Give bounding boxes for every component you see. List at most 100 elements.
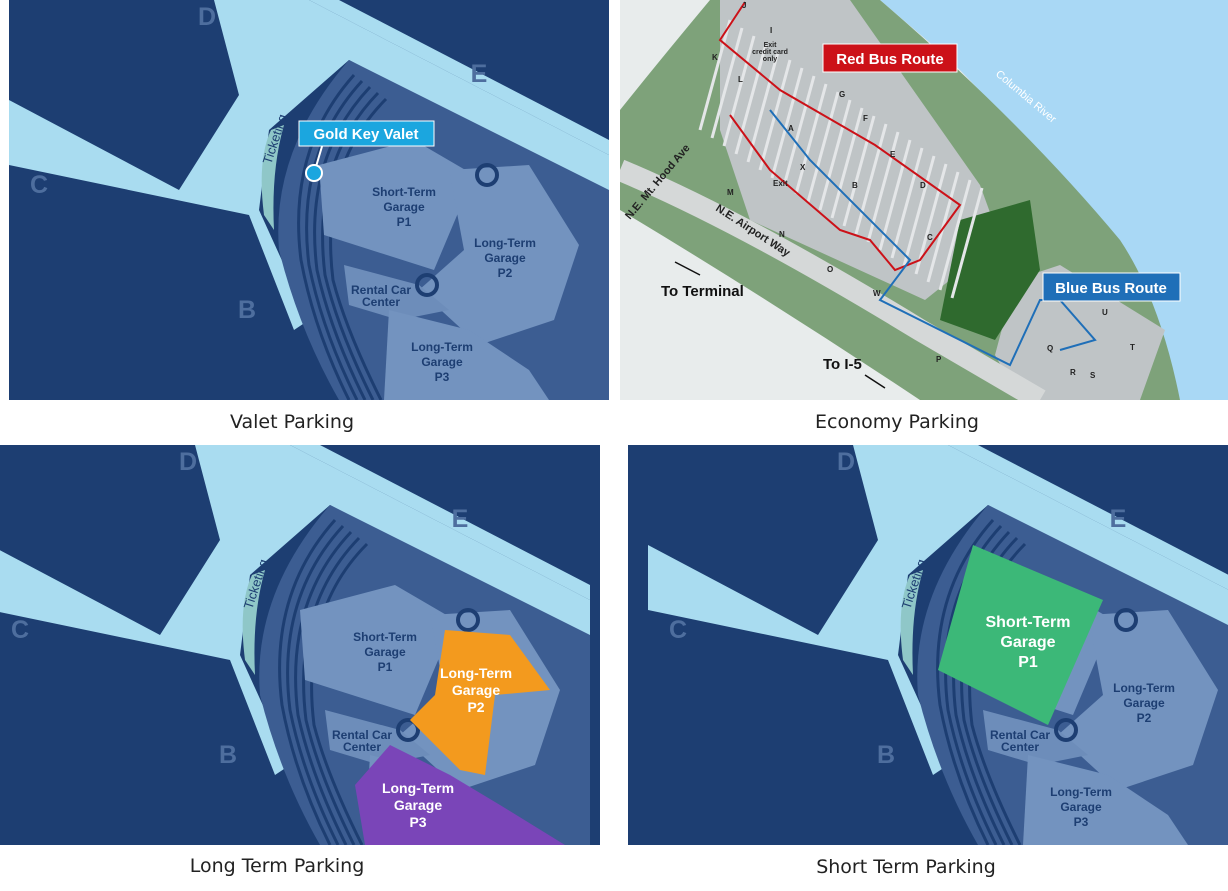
roundabout <box>415 273 439 297</box>
short-term-garage-p1-highlight <box>938 545 1103 725</box>
lot-label-E: E <box>890 150 896 159</box>
short-term-parking-caption: Short Term Parking <box>816 856 996 878</box>
long-term-p3-label: P3 <box>435 370 450 384</box>
concourse-label-C: C <box>30 171 48 199</box>
blue-bus-route-callout <box>1042 272 1181 302</box>
concourse-edge <box>290 445 590 600</box>
concourse-label-C: C <box>11 616 29 644</box>
concourse-label-B: B <box>238 296 256 324</box>
short-term-label: Short-Term <box>372 185 436 199</box>
parking-row <box>722 35 756 147</box>
long-term-p2-label: P2 <box>498 266 513 280</box>
red-bus-route-line <box>718 1 962 272</box>
terminal-map: DECBTicketingShort-TermGarageP1Long-Term… <box>648 445 1228 845</box>
lot-label-K: K <box>712 53 718 62</box>
concourse-label-B: B <box>877 741 895 769</box>
lot-label-A: A <box>788 124 794 133</box>
ramp-lane <box>310 542 369 845</box>
ticketing-frontage <box>900 570 923 675</box>
parking-row <box>854 123 888 235</box>
rental-car-label: Rental Car <box>351 283 411 297</box>
concourse-shape <box>648 445 1228 775</box>
long-term-p2-label: Long-Term <box>1113 681 1175 695</box>
long-term-p3-label: Garage <box>1060 800 1102 814</box>
columbia-river <box>880 0 1228 400</box>
to-terminal-label: To Terminal <box>661 283 744 300</box>
short-term-label: Garage <box>1000 634 1055 651</box>
concourse-label-D: D <box>198 3 216 31</box>
concourse-shape <box>9 0 609 330</box>
lot-label-X: X <box>800 163 806 172</box>
parking-row <box>794 83 828 195</box>
ticketing-frontage <box>242 570 265 675</box>
ramp-lane <box>302 536 361 845</box>
lot-label-L: L <box>738 75 743 84</box>
rental-car-label: Center <box>362 295 400 309</box>
exit-label: Exit <box>773 179 788 188</box>
long-term-p3-label: Long-Term <box>1050 785 1112 799</box>
lot-label-I: I <box>770 26 772 35</box>
rental-car-label: Center <box>343 740 381 754</box>
concourse-label-E: E <box>452 505 469 533</box>
ramp-lane <box>286 524 345 845</box>
short-term-label: Garage <box>383 200 425 214</box>
parking-lot-south <box>995 265 1165 400</box>
roundabout <box>456 608 480 632</box>
ramp-lane <box>294 530 353 845</box>
parking-row <box>818 99 852 211</box>
lot-label-N: N <box>779 230 785 239</box>
arrow-to-terminal <box>674 261 701 276</box>
valet-callout-label: Gold Key Valet <box>313 126 418 143</box>
concourse-label-D: D <box>179 448 197 476</box>
valet-location-marker <box>305 164 323 182</box>
lot-label-C: C <box>927 233 933 242</box>
long-term-garage-p2 <box>1058 610 1218 790</box>
terminal-map: DECBTicketingShort-TermGarageP1Long-Term… <box>9 0 609 400</box>
short-term-label: Short-Term <box>353 630 417 644</box>
lot-label-P: P <box>936 355 942 364</box>
ramp-lane <box>278 519 337 845</box>
short-term-garage-p1 <box>300 585 455 715</box>
long-term-p3-label: Long-Term <box>382 780 454 796</box>
arrow-to-i5 <box>864 374 886 389</box>
long-term-garage-p3 <box>384 310 549 400</box>
long-term-p3-label: P3 <box>1074 815 1089 829</box>
parking-row <box>782 75 816 187</box>
to-i5-label: To I-5 <box>823 356 862 373</box>
long-term-p2-label: P2 <box>1137 711 1152 725</box>
roundabout <box>475 163 499 187</box>
parking-row <box>710 27 744 139</box>
concourse-label-E: E <box>471 60 488 88</box>
long-term-p2-label: Garage <box>1123 696 1165 710</box>
ramp-lane <box>936 519 995 845</box>
parking-row <box>770 67 804 179</box>
lot-label-F: F <box>863 114 868 123</box>
rental-car-label: Rental Car <box>990 728 1050 742</box>
long-term-p2-label: Garage <box>452 682 500 698</box>
concourse-label-E: E <box>1110 505 1127 533</box>
long-term-p3-label: P3 <box>409 814 426 830</box>
lot-label-S: S <box>1090 371 1096 380</box>
roundabout <box>1054 718 1078 742</box>
long-term-p2-label: Long-Term <box>474 236 536 250</box>
short-term-label: Short-Term <box>985 614 1070 631</box>
woods <box>940 200 1040 340</box>
lot-label-M: M <box>727 188 734 197</box>
lot-label-G: G <box>839 90 845 99</box>
parking-row <box>914 163 948 275</box>
long-term-parking-caption: Long Term Parking <box>189 855 365 877</box>
parking-row <box>938 179 972 291</box>
parking-row <box>842 115 876 227</box>
short-term-label: Garage <box>364 645 406 659</box>
short-term-label: P1 <box>378 660 393 674</box>
red-bus-route-callout <box>822 43 958 73</box>
parking-row <box>698 19 732 131</box>
blue-bus-route-label: Blue Bus Route <box>1055 280 1167 297</box>
short-term-label: P1 <box>1018 654 1038 671</box>
parking-row <box>902 155 936 267</box>
parking-row <box>746 51 780 163</box>
long-term-p3-label: Garage <box>421 355 463 369</box>
